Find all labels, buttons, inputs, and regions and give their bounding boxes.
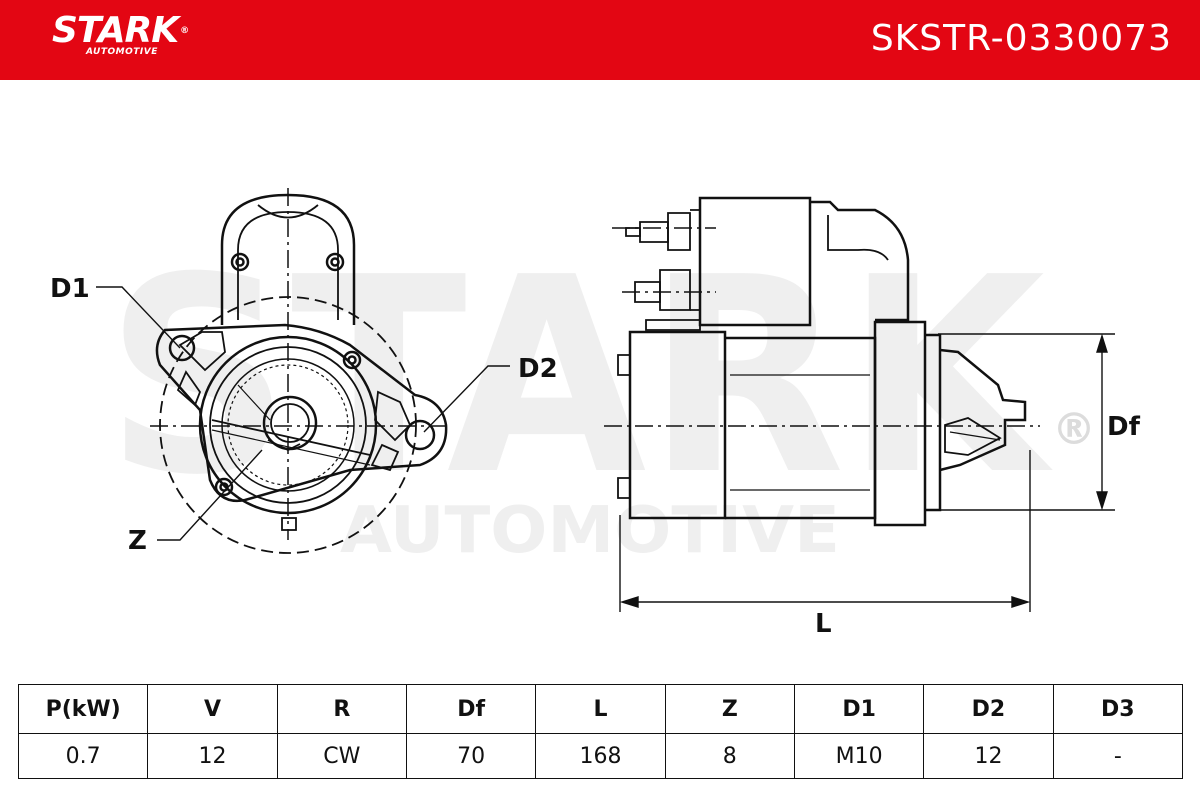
side-centerlines	[604, 227, 1040, 427]
spec-header-cell: D2	[923, 684, 1054, 734]
spec-value-row: 0.7 12 CW 70 168 8 M10 12 -	[17, 733, 1184, 779]
stark-logo: STARK® AUTOMOTIVE	[52, 10, 189, 58]
label-d1: D1	[50, 274, 90, 304]
spec-value-cell: 70	[405, 733, 537, 779]
spec-value-cell: 168	[535, 733, 666, 779]
leader-lines	[96, 286, 510, 541]
spec-header-row: P(kW) V R Df L Z D1 D2 D3	[17, 684, 1184, 734]
spec-header-cell: V	[147, 684, 278, 734]
spec-header-cell: R	[276, 684, 407, 734]
spec-header-cell: Df	[405, 684, 537, 734]
front-centerlines	[150, 188, 450, 540]
part-number: SKSTR-0330073	[870, 18, 1172, 59]
side-view	[617, 196, 1027, 527]
spec-header-cell: D1	[793, 684, 925, 734]
label-l: L	[815, 609, 832, 639]
watermark-main: STARK	[105, 219, 1055, 534]
logo-registered: ®	[180, 26, 189, 36]
spec-value-cell: M10	[793, 733, 925, 779]
label-d2: D2	[518, 354, 558, 384]
dimension-lines	[619, 333, 1115, 612]
watermark-sub: AUTOMOTIVE	[340, 494, 840, 568]
header-bar: STARK® AUTOMOTIVE SKSTR-0330073	[0, 0, 1200, 80]
logo-sub: AUTOMOTIVE	[86, 47, 158, 57]
technical-drawing: STARK AUTOMOTIVE ®	[50, 188, 1141, 639]
spec-header-cell: D3	[1052, 684, 1184, 734]
watermark-registered: ®	[1052, 404, 1096, 455]
label-z: Z	[128, 526, 147, 556]
spec-value-cell: -	[1052, 733, 1184, 779]
spec-value-cell: 8	[664, 733, 795, 779]
spec-value-cell: 0.7	[17, 733, 149, 779]
label-df: Df	[1107, 412, 1141, 442]
spec-header-cell: Z	[664, 684, 795, 734]
spec-value-cell: CW	[276, 733, 407, 779]
spec-header-cell: L	[535, 684, 666, 734]
spec-value-cell: 12	[923, 733, 1054, 779]
logo-brand: STARK	[52, 10, 179, 51]
spec-table: P(kW) V R Df L Z D1 D2 D3 0.7 12 CW 70 1…	[17, 684, 1184, 779]
spec-header-cell: P(kW)	[17, 684, 149, 734]
spec-value-cell: 12	[147, 733, 278, 779]
